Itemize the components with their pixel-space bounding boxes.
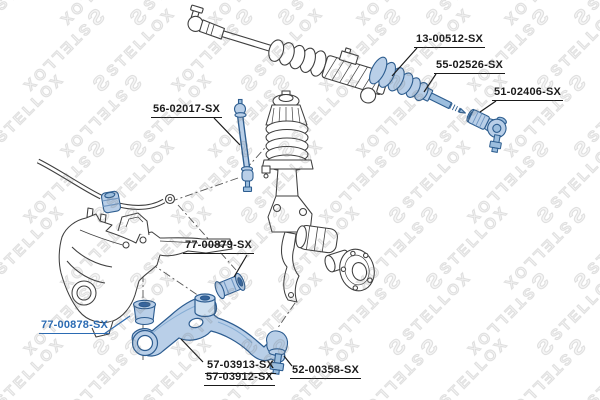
part-label-55-02526-sx[interactable]: 55-02526-SX <box>434 59 506 74</box>
control-arm-part[interactable] <box>131 293 286 363</box>
wheel-hub-drawing <box>324 248 375 292</box>
part-label-57-03913-sx[interactable]: 57-03913-SX <box>205 359 277 374</box>
part-label-56-02017-sx[interactable]: 56-02017-SX <box>151 103 223 118</box>
leader-lines <box>103 47 497 367</box>
inner-tie-rod-part[interactable] <box>428 92 467 116</box>
tie-rod-end-part[interactable] <box>464 104 510 141</box>
part-label-13-00512-sx[interactable]: 13-00512-SX <box>414 33 486 48</box>
steering-boot-part[interactable] <box>366 55 437 109</box>
tie-rod-end-stud[interactable] <box>489 134 503 153</box>
front-bushing-part[interactable] <box>213 272 247 300</box>
rear-bushing-part[interactable] <box>132 299 157 326</box>
stabilizer-bushing-part[interactable] <box>100 190 122 214</box>
part-label-52-00358-sx[interactable]: 52-00358-SX <box>290 364 362 379</box>
part-label-51-02406-sx[interactable]: 51-02406-SX <box>492 86 564 101</box>
strut-assembly-drawing <box>261 90 338 303</box>
part-label-77-00878-sx[interactable]: 77-00878-SX <box>39 319 111 334</box>
ball-joint-part[interactable] <box>266 330 289 375</box>
part-label-57-03912-sx[interactable]: 57-03912-SX <box>204 371 276 386</box>
stabilizer-link-part[interactable] <box>233 98 254 193</box>
part-label-77-00879-sx[interactable]: 77-00879-SX <box>183 239 255 254</box>
stabilizer-bar-drawing <box>36 158 176 210</box>
